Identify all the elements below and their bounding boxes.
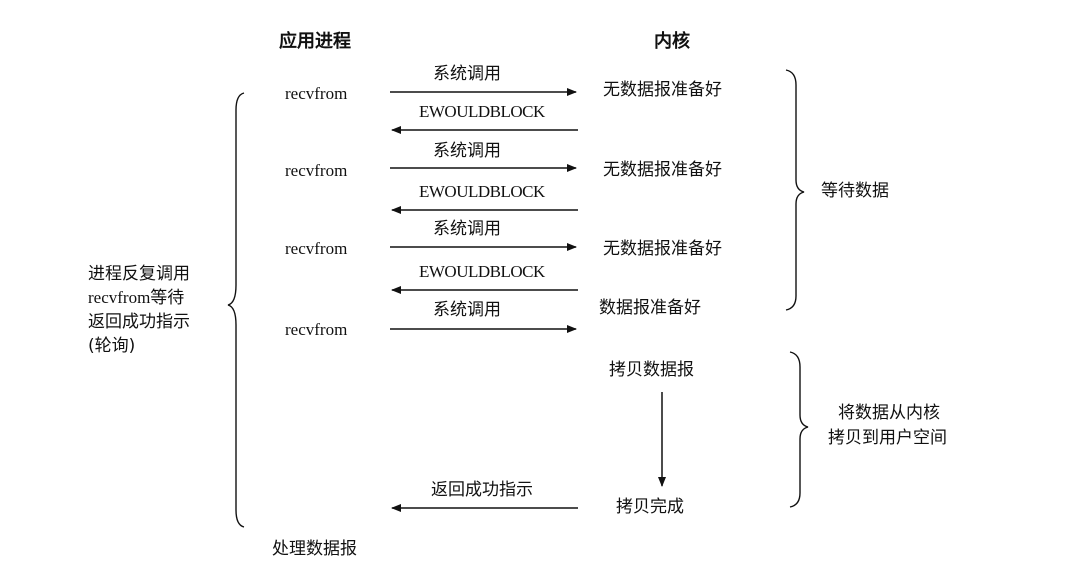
- polling-note: 进程反复调用 recvfrom等待 返回成功指示 (轮询): [88, 262, 190, 358]
- syscall-label: 系统调用: [433, 219, 501, 239]
- app-process-header: 应用进程: [279, 31, 351, 52]
- syscall-label: 系统调用: [433, 141, 501, 161]
- copy-phase-label-line1: 将数据从内核: [838, 403, 940, 423]
- syscall-label: 系统调用: [433, 300, 501, 320]
- copy-complete-label: 拷贝完成: [616, 497, 684, 517]
- copy-brace: [789, 351, 809, 508]
- recvfrom-call: recvfrom: [285, 84, 348, 103]
- return-success-label: 返回成功指示: [431, 480, 533, 500]
- polling-note-line: 进程反复调用: [88, 264, 190, 284]
- ewouldblock-label: EWOULDBLOCK: [419, 182, 545, 201]
- polling-note-line: recvfrom等待: [88, 288, 185, 307]
- kernel-header: 内核: [654, 31, 690, 52]
- kernel-state: 无数据报准备好: [603, 80, 722, 100]
- kernel-state: 无数据报准备好: [603, 160, 722, 180]
- kernel-state: 无数据报准备好: [603, 239, 722, 259]
- polling-note-line: 返回成功指示: [88, 312, 190, 332]
- wait-phase-label: 等待数据: [821, 181, 889, 201]
- copy-phase-label-line2: 拷贝到用户空间: [828, 428, 947, 448]
- ewouldblock-label: EWOULDBLOCK: [419, 262, 545, 281]
- left-brace: [227, 92, 245, 528]
- recvfrom-call: recvfrom: [285, 320, 348, 339]
- wait-brace: [785, 69, 805, 311]
- recvfrom-call: recvfrom: [285, 161, 348, 180]
- polling-note-line: (轮询): [88, 336, 136, 356]
- syscall-label: 系统调用: [433, 64, 501, 84]
- kernel-state-ready: 数据报准备好: [599, 298, 701, 318]
- process-datagram-label: 处理数据报: [272, 539, 357, 559]
- recvfrom-call: recvfrom: [285, 239, 348, 258]
- ewouldblock-label: EWOULDBLOCK: [419, 102, 545, 121]
- copy-datagram-label: 拷贝数据报: [609, 360, 694, 380]
